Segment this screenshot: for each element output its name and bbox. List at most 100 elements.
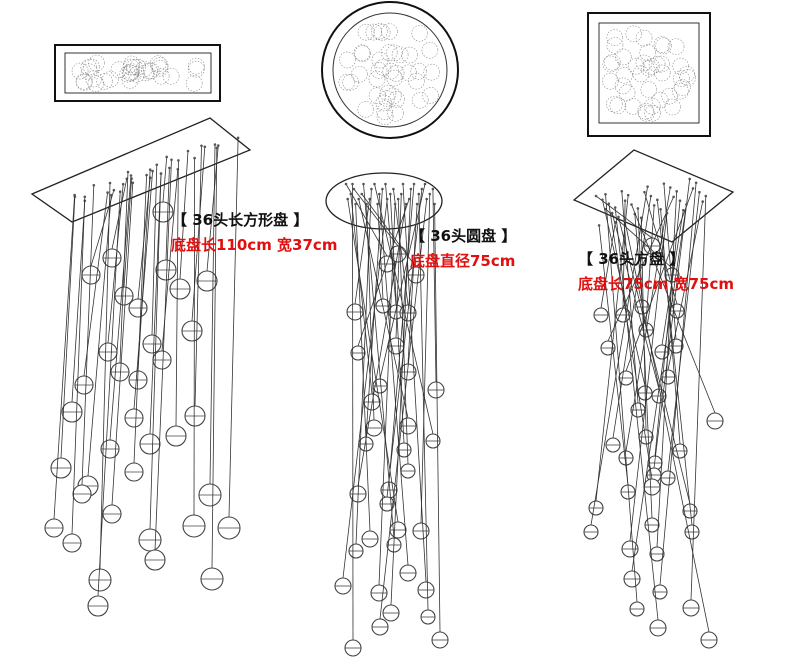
round-crystal-bubble — [375, 94, 393, 112]
square-crystal-bubble — [679, 69, 697, 86]
round-crystal-bubble — [342, 74, 359, 91]
rect-pendant-wire — [71, 196, 86, 535]
round-crystal-bubble — [422, 87, 439, 104]
round-crystal-bubble — [387, 105, 404, 122]
round-fixture-title: 【 36头圆盘 】 — [410, 227, 517, 245]
square-crystal-bubble — [674, 79, 691, 96]
rect-pendant-mount — [112, 188, 116, 192]
square-pendant-mount — [643, 190, 646, 194]
round-pendant-wire — [407, 203, 418, 365]
square-pendant-wire — [667, 192, 700, 472]
square-crystal-bubble — [644, 104, 661, 122]
rect-crystal-bubble — [122, 64, 140, 82]
square-pendant-mount — [672, 195, 675, 199]
rect-pendant-wire — [107, 184, 124, 344]
rect-pendant-wire — [97, 191, 121, 597]
rect-crystal-bubble — [102, 70, 119, 88]
round-pendant-mount — [362, 182, 365, 186]
rect-pendant-mount — [200, 144, 203, 148]
round-pendant-mount — [396, 197, 400, 201]
round-crystal-bubble — [423, 63, 440, 81]
rect-pendant-wire — [83, 192, 108, 377]
square-crystal-bubble — [678, 65, 695, 83]
round-crystal-bubble — [338, 73, 356, 91]
rect-crystal-bubble — [87, 75, 105, 92]
rect-pendant-mount — [168, 166, 171, 170]
round-pendant-mount — [431, 187, 435, 191]
round-pendant-wire — [379, 198, 428, 620]
rect-top-view-frame — [54, 44, 221, 102]
rect-crystal-bubble — [75, 73, 93, 90]
round-pendant-wire — [434, 203, 441, 633]
square-pendant-mount — [636, 207, 640, 210]
round-pendant-wire — [402, 183, 427, 583]
round-pendant-mount — [346, 197, 350, 201]
square-pendant-wire — [600, 222, 616, 309]
square-pendant-mount — [607, 202, 611, 205]
round-pendant-mount — [365, 202, 368, 206]
round-crystal-bubble — [376, 108, 394, 125]
square-pendant-mount — [685, 203, 688, 206]
rect-pendant-wire — [209, 144, 216, 485]
rect-crystal-bubble — [149, 55, 167, 72]
square-pendant-mount — [646, 185, 649, 188]
square-pendant-mount — [617, 215, 620, 219]
round-pendant-mount — [373, 182, 376, 186]
rect-crystal-bubble — [110, 61, 128, 79]
square-fixture-title: 【 36头方盘 】 — [578, 250, 685, 268]
rect-crystal-bubble — [96, 73, 113, 90]
round-crystal-bubble — [371, 23, 388, 40]
round-pendant-mount — [354, 202, 357, 206]
square-pendant-mount — [662, 182, 666, 185]
round-pendant-mount — [415, 202, 419, 206]
round-pendant-mount — [352, 187, 356, 191]
square-pendant-mount — [704, 194, 708, 198]
round-crystal-bubble — [373, 24, 391, 41]
round-crystal-bubble — [378, 90, 396, 107]
rect-pendant-mount — [108, 181, 112, 185]
round-pendant-wire — [378, 203, 396, 586]
round-pendant-wire — [388, 183, 415, 483]
rect-pendant-wire — [211, 147, 218, 569]
rect-pendant-wire — [71, 200, 86, 403]
square-pendant-mount — [688, 177, 691, 181]
round-pendant-wire — [378, 193, 409, 566]
rect-crystal-bubble — [85, 70, 102, 88]
round-pendant-mount — [384, 182, 387, 186]
square-pendant-mount — [649, 194, 653, 198]
square-crystal-bubble — [602, 72, 619, 90]
round-pendant-wire — [352, 183, 354, 641]
rect-pendant-wire — [193, 158, 196, 516]
square-top-view-inner — [598, 22, 700, 124]
square-crystal-bubble — [643, 97, 661, 115]
square-pendant-mount — [659, 207, 662, 211]
square-crystal-bubble — [639, 44, 657, 61]
rect-pendant-mount — [121, 182, 125, 186]
rect-crystal-bubble — [125, 58, 143, 76]
square-pendant-wire — [654, 200, 681, 457]
square-crystal-bubble — [606, 29, 624, 46]
square-crystal-bubble — [661, 87, 678, 105]
round-pendant-mount — [425, 197, 429, 201]
rect-fixture-title: 【 36头长方形盘 】 — [172, 211, 309, 229]
round-pendant-wire — [397, 198, 409, 465]
square-pendant-wire — [690, 196, 707, 601]
round-crystal-bubble — [410, 62, 428, 80]
round-crystal-bubble — [376, 103, 393, 120]
round-crystal-bubble — [368, 87, 386, 104]
rect-pendant-mount — [213, 143, 217, 146]
rect-pendant-mount — [217, 144, 220, 147]
round-pendant-wire — [355, 203, 371, 532]
round-pendant-mount — [349, 192, 353, 196]
round-pendant-mount — [404, 202, 408, 206]
square-pendant-wire — [660, 209, 681, 445]
square-pendant-mount — [597, 224, 601, 227]
round-pendant-mount — [351, 182, 354, 186]
square-fixture-spec: 底盘长75cm 宽75cm — [578, 275, 735, 293]
square-pendant-mount — [698, 190, 701, 194]
rect-pendant-mount — [83, 195, 87, 199]
square-pendant-wire — [625, 187, 671, 452]
rect-crystal-bubble — [185, 75, 203, 92]
round-crystal-bubble — [384, 87, 402, 105]
rect-pendant-wire — [99, 182, 111, 570]
